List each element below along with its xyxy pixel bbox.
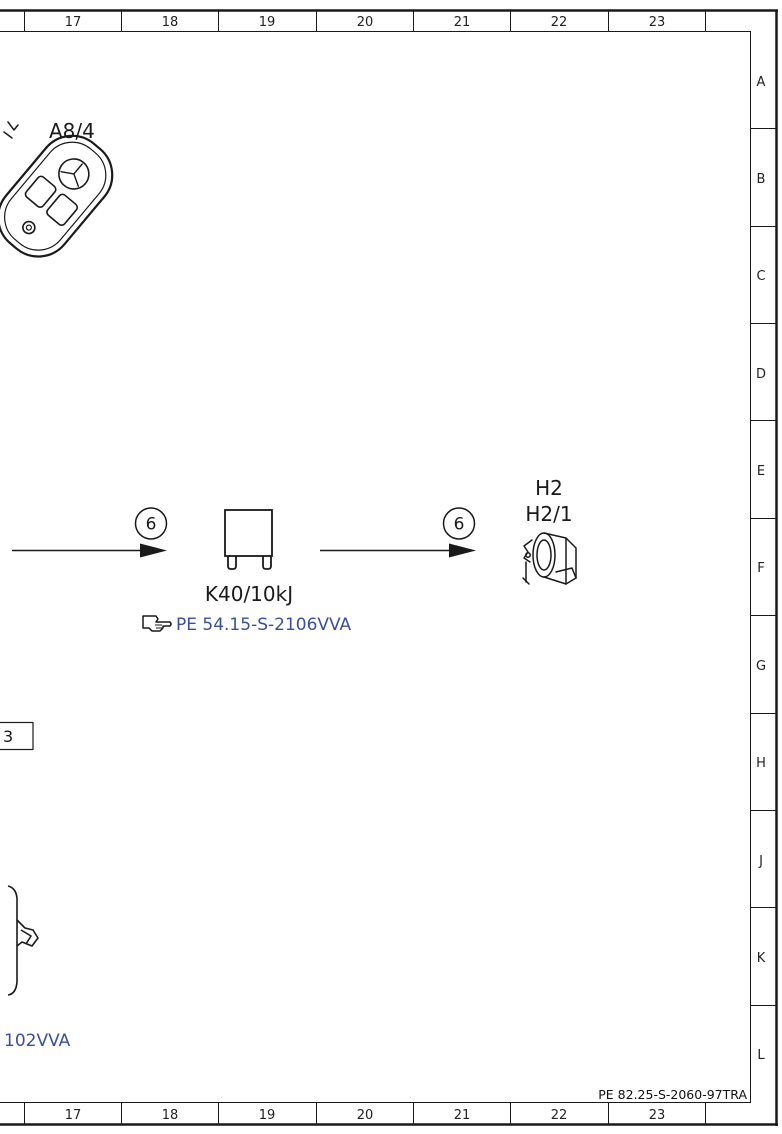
- horn-icon: [522, 532, 577, 585]
- column-label: 23: [649, 1108, 666, 1123]
- row-labels: A B C D E F G H J K L: [756, 75, 766, 1063]
- row-label: J: [758, 854, 763, 869]
- column-label: 18: [162, 15, 179, 30]
- column-label: 17: [65, 1108, 82, 1123]
- column-label: 17: [65, 15, 82, 30]
- relay-reference-link[interactable]: PE 54.15-S-2106VVA: [142, 615, 352, 635]
- document-id: PE 82.25-S-2060-97TRA: [598, 1087, 747, 1102]
- horn-label-primary: H2: [535, 476, 563, 500]
- relay-label: K40/10kJ: [205, 582, 293, 606]
- row-label: L: [757, 1048, 765, 1063]
- connection-number: 6: [454, 515, 465, 535]
- column-labels-bottom: 17 18 19 20 21 22 23: [65, 1108, 666, 1123]
- key-fob-label: A8/4: [49, 119, 95, 143]
- column-label: 22: [551, 15, 568, 30]
- pointing-hand-icon: [142, 615, 172, 632]
- row-label: E: [757, 464, 765, 479]
- row-label: G: [756, 659, 766, 674]
- connection-number: 6: [146, 515, 157, 535]
- key-fob[interactable]: A8/4: [0, 119, 126, 270]
- connector-partial-label: 3: [3, 727, 13, 746]
- relay-reference-text[interactable]: PE 54.15-S-2106VVA: [176, 615, 352, 635]
- connection-out: 6: [320, 507, 476, 558]
- column-label: 18: [162, 1108, 179, 1123]
- connection-in: 6: [12, 507, 168, 558]
- column-label: 23: [649, 15, 666, 30]
- row-label: A: [757, 75, 766, 90]
- row-label: H: [756, 756, 766, 771]
- horn-label-secondary: H2/1: [525, 502, 572, 526]
- connector-box-partial: 3: [0, 721, 34, 751]
- horn-component[interactable]: H2 H2/1: [522, 476, 577, 585]
- partial-component-bottom-left: [7, 885, 39, 996]
- connection-number-badge: [442, 507, 476, 540]
- column-label: 21: [454, 1108, 471, 1123]
- relay-icon: [224, 509, 273, 570]
- row-dividers: [751, 128, 776, 1006]
- column-label: 20: [357, 15, 374, 30]
- key-fob-icon: [0, 121, 114, 258]
- row-label: F: [757, 561, 764, 576]
- row-label: C: [756, 269, 765, 284]
- column-label: 20: [357, 1108, 374, 1123]
- row-label: D: [756, 367, 766, 382]
- column-label: 22: [551, 1108, 568, 1123]
- row-label: K: [757, 951, 766, 966]
- column-dividers: [24, 11, 706, 1124]
- drawing-frame: [0, 9, 778, 1126]
- row-label: B: [757, 172, 766, 187]
- relay-module[interactable]: K40/10kJ: [205, 509, 293, 606]
- column-label: 19: [259, 15, 276, 30]
- column-label: 19: [259, 1108, 276, 1123]
- column-labels-top: 17 18 19 20 21 22 23: [65, 15, 666, 30]
- column-label: 21: [454, 15, 471, 30]
- connection-number-badge: [134, 507, 168, 540]
- partial-reference-link[interactable]: 102VVA: [4, 1031, 71, 1051]
